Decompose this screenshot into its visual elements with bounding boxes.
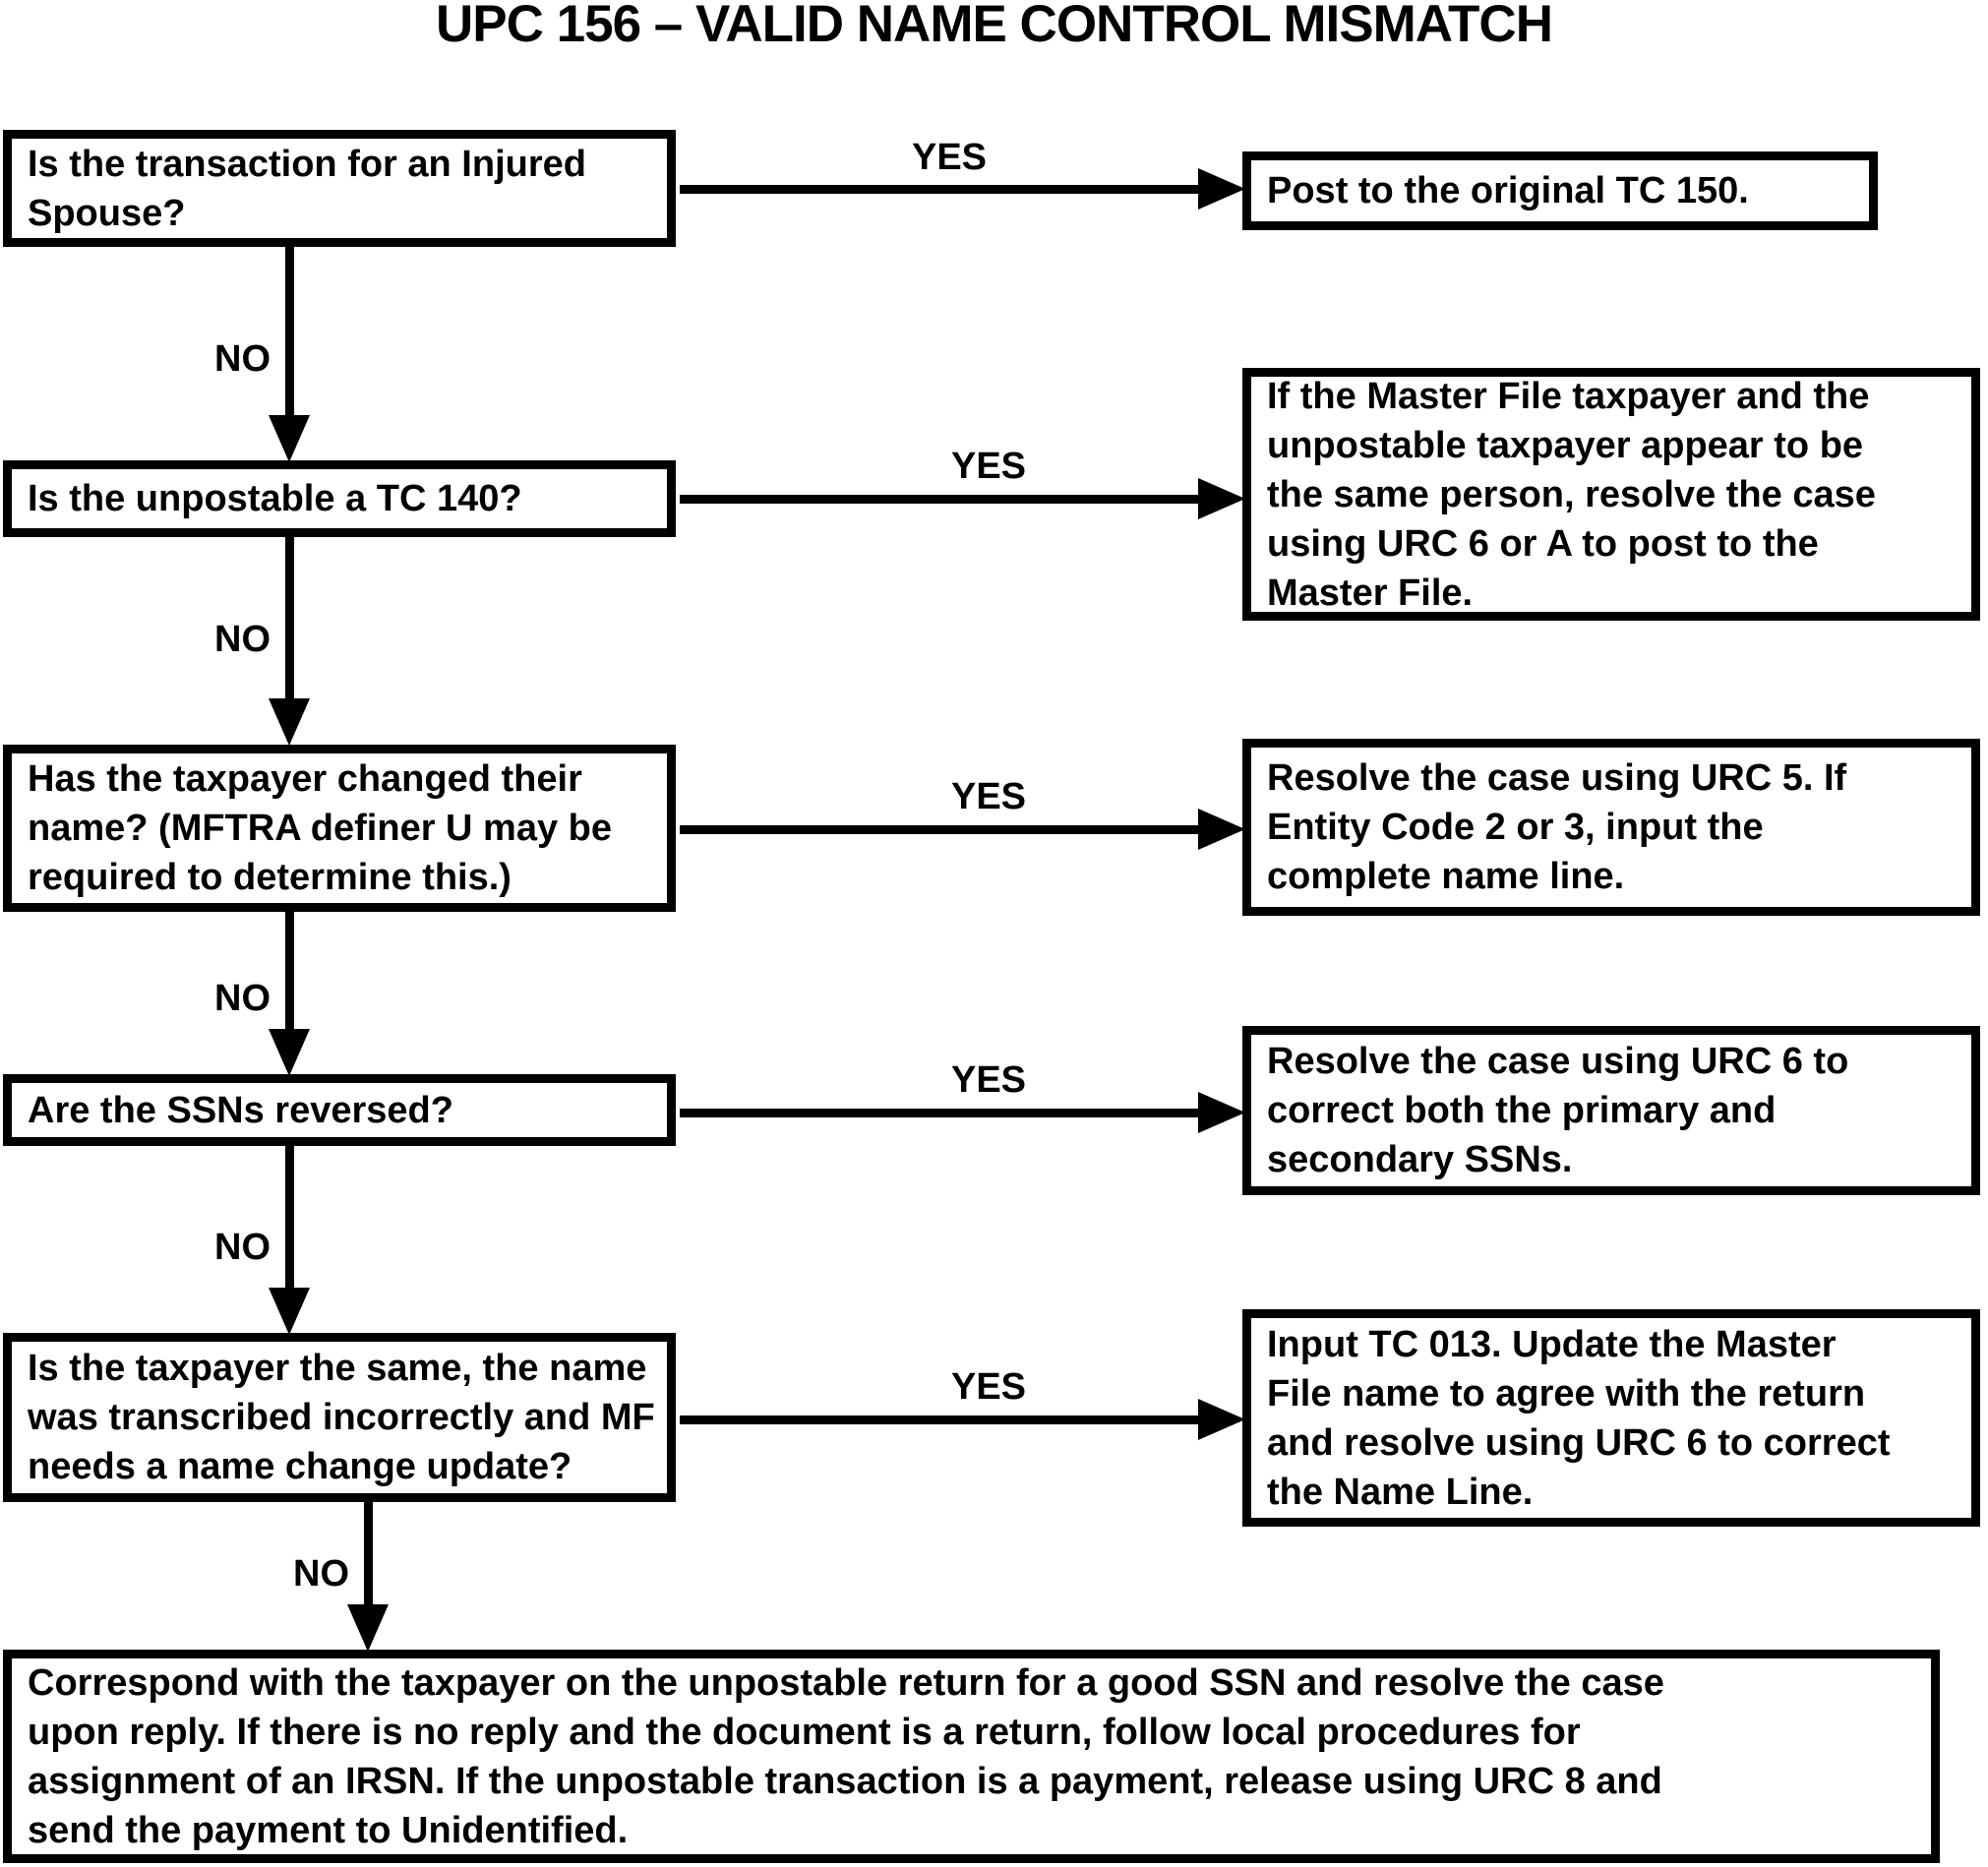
no-arrow-4-arrowhead-icon: [269, 1288, 310, 1335]
yes-label-1: YES: [911, 137, 988, 178]
decision-text-2: Is the unpostable a TC 140?: [28, 478, 522, 519]
no-arrow-2-arrowhead-icon: [269, 698, 310, 746]
action-box-4: Resolve the case using URC 6 to correct …: [1242, 1026, 1980, 1195]
yes-label-3: YES: [950, 776, 1027, 817]
no-arrow-1-line: [285, 246, 294, 418]
action-box-2: If the Master File taxpayer and the unpo…: [1242, 368, 1980, 621]
page-title: UPC 156 – VALID NAME CONTROL MISMATCH: [436, 0, 1553, 53]
no-arrow-2-line: [285, 536, 294, 701]
yes-label-4: YES: [950, 1059, 1027, 1101]
no-label-1: NO: [214, 338, 271, 380]
no-arrow-5-arrowhead-icon: [347, 1604, 389, 1652]
no-arrow-1-arrowhead-icon: [269, 415, 310, 462]
no-label-2: NO: [214, 619, 271, 660]
no-label-4: NO: [214, 1227, 271, 1268]
yes-arrow-3-arrowhead-icon: [1198, 809, 1245, 850]
action-text-1: Post to the original TC 150.: [1267, 170, 1749, 211]
decision-box-2: Is the unpostable a TC 140?: [3, 460, 676, 537]
decision-box-3: Has the taxpayer changed their name? (MF…: [3, 745, 676, 912]
yes-arrow-4-line: [680, 1109, 1202, 1117]
decision-text-5: Is the taxpayer the same, the name was t…: [28, 1348, 655, 1487]
yes-arrow-1-arrowhead-icon: [1198, 168, 1245, 210]
action-text-3: Resolve the case using URC 5. If Entity …: [1267, 757, 1847, 897]
decision-box-5: Is the taxpayer the same, the name was t…: [3, 1333, 676, 1502]
fallthrough-text: Correspond with the taxpayer on the unpo…: [28, 1661, 1664, 1851]
no-label-3: NO: [214, 978, 271, 1019]
decision-text-4: Are the SSNs reversed?: [28, 1089, 453, 1131]
yes-arrow-5-line: [680, 1415, 1202, 1424]
decision-box-1: Is the transaction for an Injured Spouse…: [3, 130, 676, 247]
action-box-1: Post to the original TC 150.: [1242, 151, 1878, 230]
yes-arrow-3-line: [680, 825, 1202, 834]
decision-text-3: Has the taxpayer changed their name? (MF…: [28, 758, 613, 898]
yes-label-5: YES: [950, 1366, 1027, 1408]
action-box-5: Input TC 013. Update the Master File nam…: [1242, 1309, 1980, 1527]
decision-box-4: Are the SSNs reversed?: [3, 1074, 676, 1146]
no-arrow-3-arrowhead-icon: [269, 1029, 310, 1076]
action-text-2: If the Master File taxpayer and the unpo…: [1267, 375, 1876, 614]
yes-arrow-1-line: [680, 185, 1202, 194]
no-label-5: NO: [293, 1553, 349, 1595]
fallthrough-box: Correspond with the taxpayer on the unpo…: [3, 1650, 1940, 1863]
action-box-3: Resolve the case using URC 5. If Entity …: [1242, 739, 1980, 916]
yes-label-2: YES: [950, 446, 1027, 487]
yes-arrow-2-arrowhead-icon: [1198, 478, 1245, 519]
action-text-5: Input TC 013. Update the Master File nam…: [1267, 1323, 1891, 1513]
no-arrow-4-line: [285, 1145, 294, 1291]
yes-arrow-5-arrowhead-icon: [1198, 1399, 1245, 1440]
no-arrow-3-line: [285, 911, 294, 1032]
action-text-4: Resolve the case using URC 6 to correct …: [1267, 1041, 1849, 1180]
yes-arrow-2-line: [680, 495, 1202, 504]
yes-arrow-4-arrowhead-icon: [1198, 1092, 1245, 1133]
no-arrow-5-line: [364, 1501, 373, 1607]
decision-text-1: Is the transaction for an Injured Spouse…: [28, 143, 586, 234]
